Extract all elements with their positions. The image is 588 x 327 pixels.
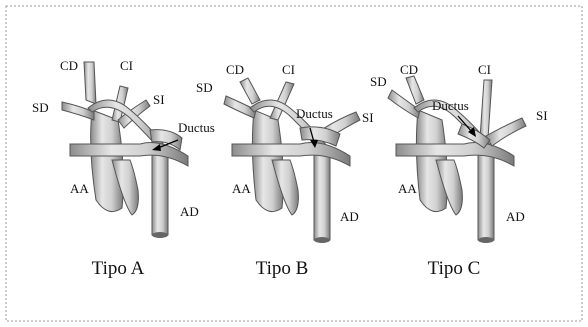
label-ad: AD [506, 209, 525, 224]
right-carotid [240, 78, 260, 104]
label-aa: AA [398, 181, 417, 196]
left-subclavian [486, 118, 526, 146]
descending-aorta [314, 150, 330, 243]
label-ductus: Ductus [296, 106, 333, 121]
label-cd: CD [226, 62, 244, 77]
descending-aorta-end [152, 232, 168, 238]
label-sd: SD [370, 74, 387, 89]
label-sd: SD [196, 80, 213, 95]
label-ad: AD [340, 209, 359, 224]
title-tipo-b: Tipo B [212, 258, 352, 280]
label-sd: SD [32, 100, 49, 115]
label-si: SI [153, 92, 165, 107]
descending-aorta [478, 150, 494, 243]
label-si: SI [536, 108, 548, 123]
right-carotid [84, 62, 96, 104]
label-ci: CI [478, 62, 491, 77]
title-tipo-c: Tipo C [384, 258, 524, 280]
descending-aorta [152, 150, 168, 238]
right-carotid [406, 76, 424, 104]
label-ductus: Ductus [432, 98, 469, 113]
label-ci: CI [282, 62, 295, 77]
label-si: SI [362, 110, 374, 125]
label-cd: CD [60, 58, 78, 73]
label-aa: AA [70, 181, 89, 196]
left-carotid [480, 80, 492, 138]
label-aa: AA [232, 181, 251, 196]
panel-tipo-b: CD CI SD SI Ductus AA AD [196, 62, 374, 243]
label-ad: AD [180, 204, 199, 219]
label-ductus: Ductus [178, 120, 215, 135]
title-tipo-a: Tipo A [48, 258, 188, 280]
descending-aorta-end [478, 237, 494, 243]
panel-tipo-a: CD CI SD SI Ductus AA AD [32, 58, 215, 238]
right-subclavian [62, 102, 94, 120]
panel-tipo-c: CD CI SD SI Ductus AA AD [370, 62, 548, 243]
label-cd: CD [400, 62, 418, 77]
label-ci: CI [120, 58, 133, 73]
descending-aorta-end [314, 237, 330, 243]
